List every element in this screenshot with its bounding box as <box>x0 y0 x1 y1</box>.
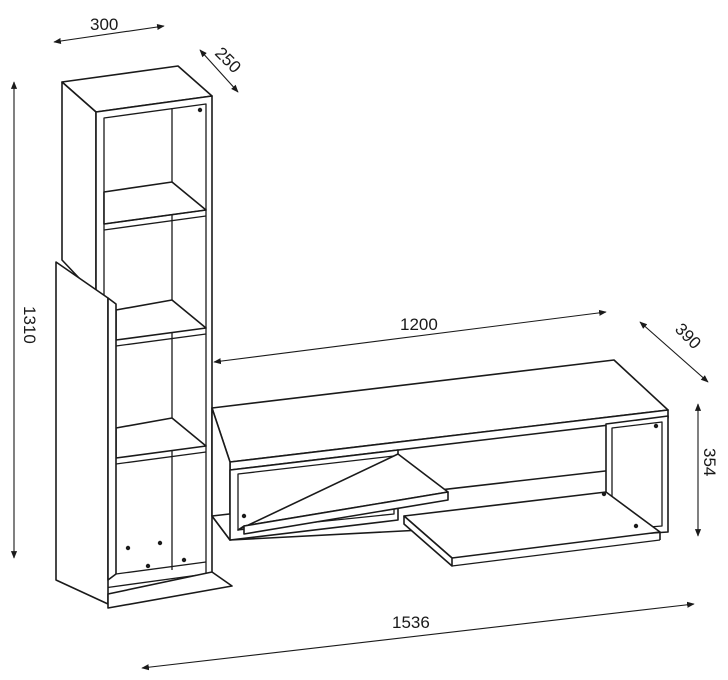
dim-label-top-depth: 250 <box>211 43 244 76</box>
dim-label-total-height: 1310 <box>20 306 39 344</box>
dim-label-total-width: 1536 <box>392 613 430 632</box>
bookcase-lower-side-panel <box>55 261 109 605</box>
dim-label-shelf-length: 1200 <box>400 315 438 334</box>
bookcase-lower-front <box>107 297 117 581</box>
dim-label-shelf-height: 354 <box>700 448 719 476</box>
dim-line-shelf-depth <box>639 321 709 383</box>
tv-unit-left-flap-front <box>243 491 449 535</box>
tv-unit <box>211 359 669 567</box>
dim-line-top-depth <box>199 49 239 93</box>
dim-label-shelf-depth: 390 <box>671 319 704 352</box>
dim-line-total-width <box>141 601 695 671</box>
tall-bookcase <box>55 65 233 609</box>
dim-label-top-width: 300 <box>90 15 118 34</box>
bookcase-upper-side-panel <box>61 81 97 297</box>
tv-unit-top-face <box>211 359 669 463</box>
dim-line-top-width <box>53 23 165 45</box>
dim-line-shelf-length <box>213 309 607 365</box>
dimension-lines <box>10 23 709 671</box>
bookcase-base <box>107 571 233 609</box>
